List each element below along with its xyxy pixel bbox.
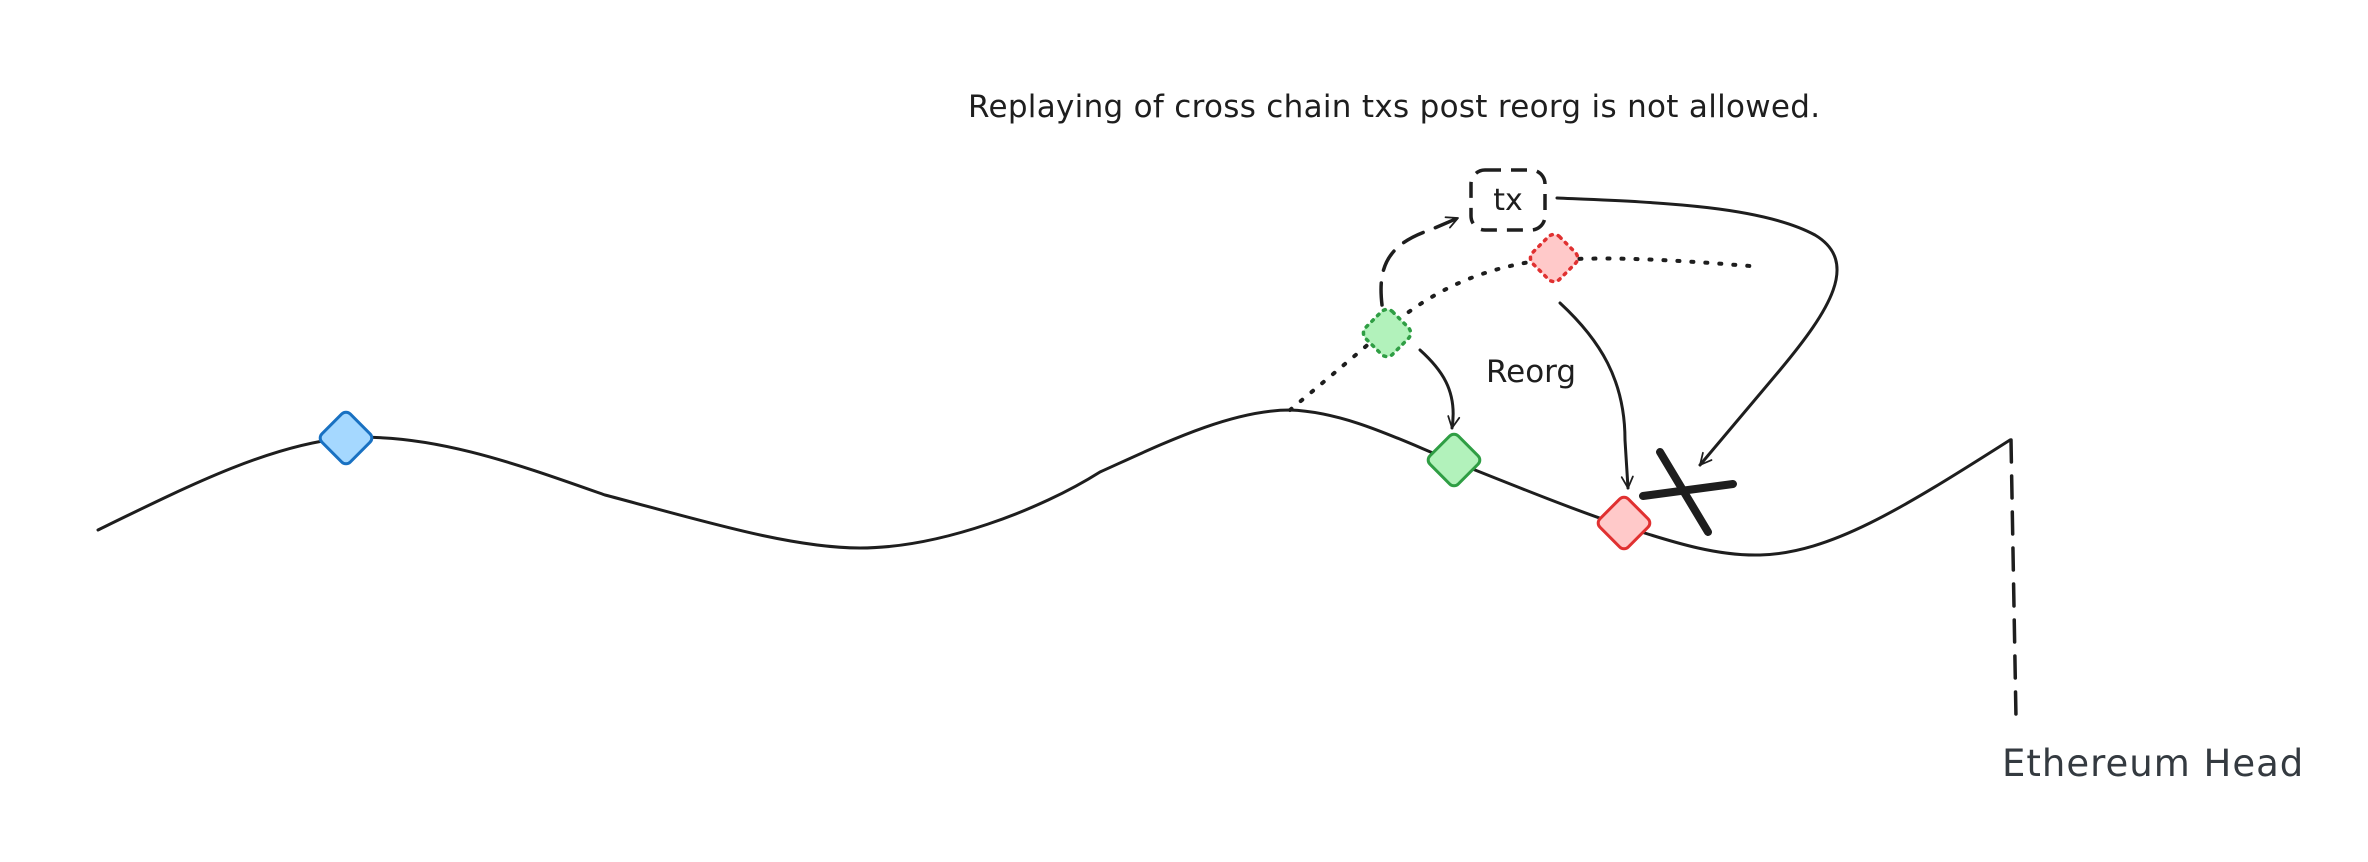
- green-reorg-arrow: [1418, 348, 1461, 430]
- red-block: [1596, 495, 1652, 551]
- tx-replay-arrow: [1555, 196, 1839, 467]
- reorg-label: Reorg: [1486, 354, 1576, 390]
- tx-box: [1469, 168, 1547, 232]
- caption-text: Replaying of cross chain txs post reorg …: [968, 89, 1820, 125]
- x-mark-icon: [1639, 448, 1737, 536]
- red-reorg-arrow: [1558, 301, 1634, 490]
- head-marker-line: [2009, 438, 2018, 720]
- blue-block: [318, 410, 374, 466]
- red-fork-block: [1528, 232, 1580, 284]
- fork-chain-line: [1288, 256, 1752, 412]
- canonical-chain-line: [96, 408, 2012, 557]
- green-block: [1426, 432, 1482, 488]
- tx-label: tx: [1493, 183, 1523, 218]
- ethereum-head-label: Ethereum Head: [2002, 742, 2304, 785]
- tx-origin-arrow: [1379, 216, 1460, 307]
- green-fork-block: [1361, 307, 1413, 359]
